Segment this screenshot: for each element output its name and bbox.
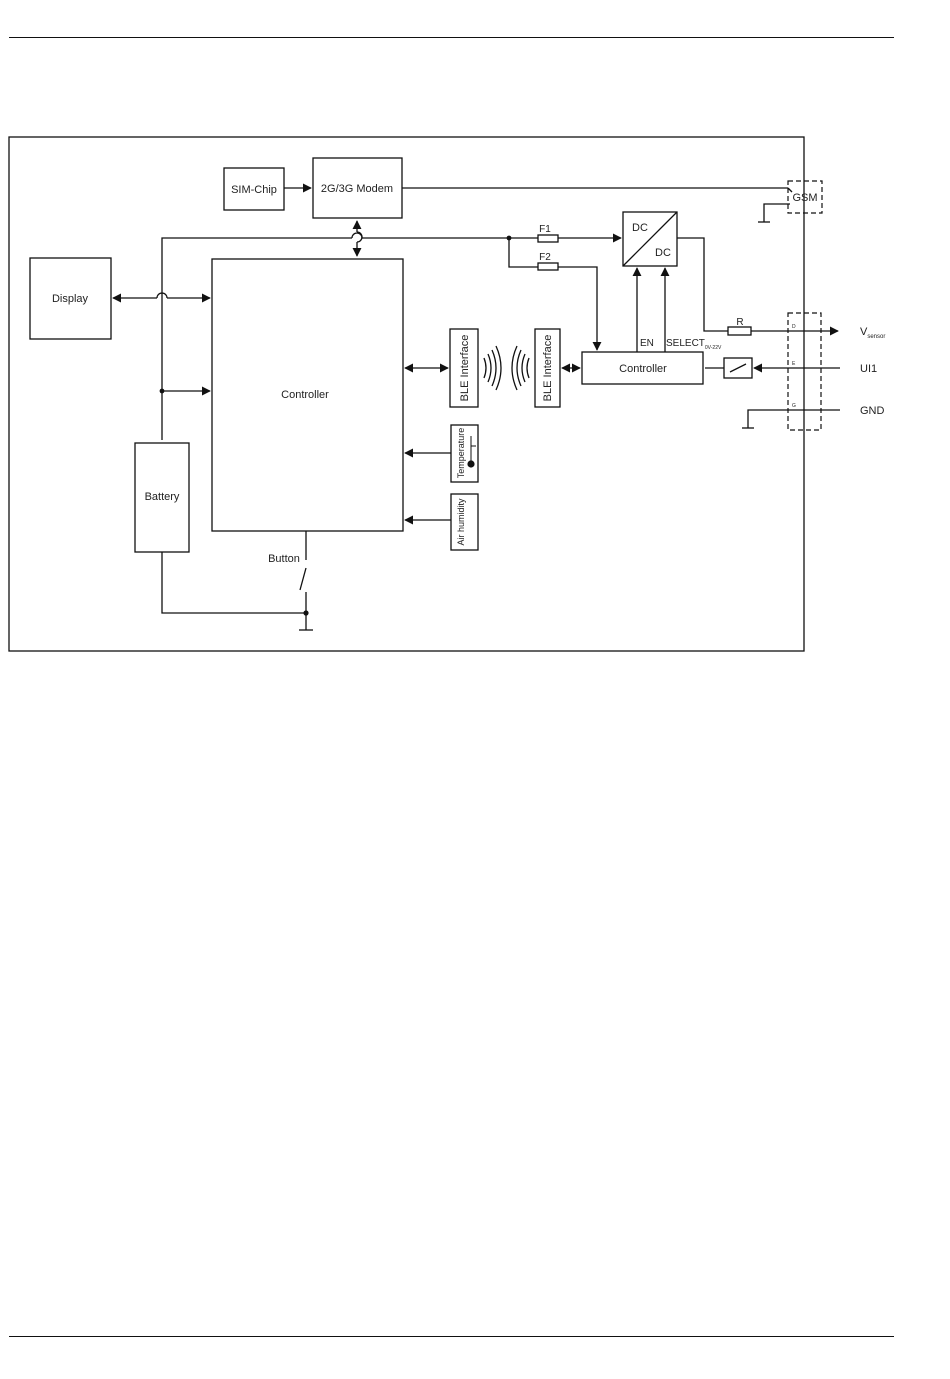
fuse-f1 [538,235,558,242]
ui1-label: UI1 [860,363,877,375]
gnd-label: GND [860,405,885,417]
dc-bottom-label: DC [655,247,671,259]
resistor-r [728,327,751,335]
controller-main-label: Controller [281,389,329,401]
en-label: EN [640,338,654,349]
pin-d-label: D [792,324,796,330]
pin-g-label: G [792,403,796,409]
fuse-f2-label: F2 [539,252,551,263]
controller-right-label: Controller [619,363,667,375]
fuse-f2 [538,263,558,270]
display-label: Display [52,293,89,305]
v-sensor-label: Vsensor [860,326,885,340]
air-humidity-label: Air humidity [456,498,466,546]
select-label: SELECT0V-22V [666,338,722,351]
battery-label: Battery [145,491,180,503]
gsm-label: GSM [792,192,817,204]
sim-chip-label: SIM-Chip [231,184,277,196]
diagram-frame [9,137,804,651]
ble-left-label: BLE Interface [459,335,471,402]
ble-right-label: BLE Interface [542,335,554,402]
v-sensor-subscript: sensor [867,334,885,340]
modem-label: 2G/3G Modem [321,183,393,195]
fuse-f1-label: F1 [539,224,551,235]
button-label: Button [268,553,300,565]
resistor-label: R [736,317,743,328]
dc-top-label: DC [632,222,648,234]
temperature-label: Temperature [456,428,466,479]
pin-e-label: E [792,361,796,367]
select-subscript: 0V-22V [705,345,722,351]
